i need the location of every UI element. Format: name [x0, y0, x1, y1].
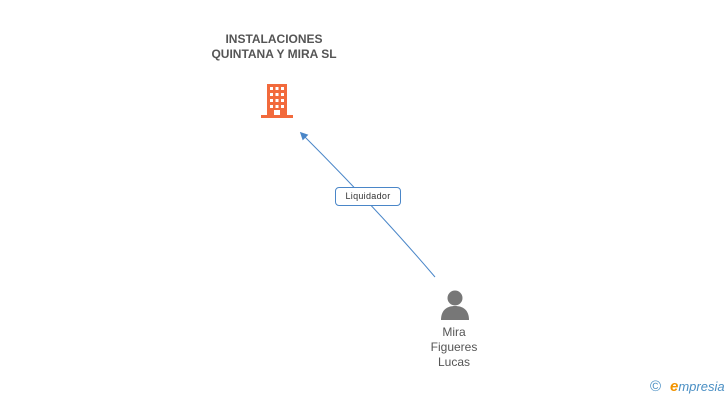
company-name[interactable]: INSTALACIONES QUINTANA Y MIRA SL [211, 32, 337, 61]
brand-rest: mpresia [678, 379, 725, 394]
copyright-icon: © [650, 378, 662, 395]
building-icon[interactable] [260, 83, 294, 119]
brand-logo[interactable]: empresia [670, 379, 725, 395]
person-name-line-1: Mira [442, 325, 466, 339]
relation-label: Liquidador [335, 187, 401, 206]
person-name-line-3: Lucas [437, 355, 471, 369]
person-icon[interactable] [440, 289, 470, 321]
person-name-line-2: Figueres [430, 340, 478, 354]
person-name[interactable]: Mira Figueres Lucas [410, 325, 498, 370]
brand-initial: e [670, 378, 679, 395]
relation-edge-line [299, 131, 436, 278]
